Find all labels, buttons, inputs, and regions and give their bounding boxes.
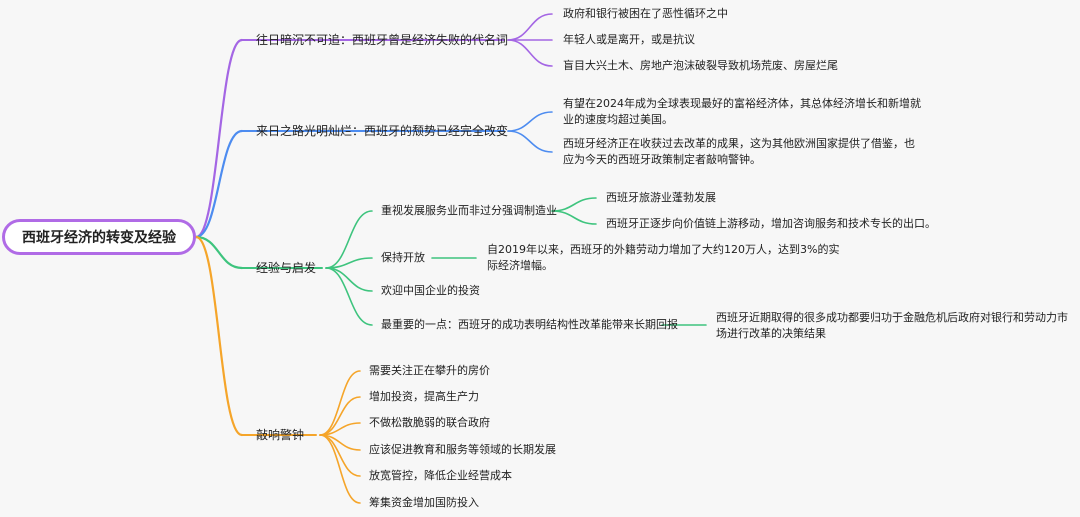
lesson-structural-reform-sub-1-label: 西班牙近期取得的很多成功都要归功于金融危机后政府对银行和劳动力市场进行改革的决策… [716, 311, 1068, 340]
branch-future-label: 来日之路光明灿烂：西班牙的颓势已经完全改变 [256, 124, 509, 138]
warning-item-4-label: 应该促进教育和服务等领域的长期发展 [369, 443, 556, 456]
warning-item-5[interactable]: 放宽管控，降低企业经营成本 [369, 468, 512, 484]
connector-past-item-3 [507, 39, 553, 67]
branch-warnings-label: 敲响警钟 [256, 428, 305, 442]
lesson-openness-sub-1-label: 自2019年以来，西班牙的外籍劳动力增加了大约120万人，达到3%的实际经济增幅… [487, 243, 840, 272]
branch-lessons[interactable]: 经验与启发 [256, 260, 316, 276]
past-item-1-label: 政府和银行被困在了恶性循环之中 [563, 7, 728, 20]
warning-item-2[interactable]: 增加投资，提高生产力 [369, 389, 479, 405]
lesson-openness-label: 保持开放 [381, 251, 425, 264]
lesson-structural-reform-label: 最重要的一点：西班牙的成功表明结构性改革能带来长期回报 [381, 318, 678, 331]
lesson-openness[interactable]: 保持开放 [381, 250, 425, 266]
lesson-structural-reform[interactable]: 最重要的一点：西班牙的成功表明结构性改革能带来长期回报 [381, 317, 678, 333]
connector-root-past [194, 38, 244, 239]
past-item-1[interactable]: 政府和银行被困在了恶性循环之中 [563, 6, 728, 22]
lesson-services-sub-1-label: 西班牙旅游业蓬勃发展 [606, 191, 716, 204]
lesson-structural-reform-sub-1[interactable]: 西班牙近期取得的很多成功都要归功于金融危机后政府对银行和劳动力市场进行改革的决策… [716, 310, 1072, 342]
warning-item-4[interactable]: 应该促进教育和服务等领域的长期发展 [369, 442, 556, 458]
warning-item-3[interactable]: 不做松散脆弱的联合政府 [369, 415, 490, 431]
lesson-china-investment-label: 欢迎中国企业的投资 [381, 284, 480, 297]
connector-root-warnings [194, 235, 244, 437]
connector-past-item-1 [507, 13, 553, 41]
lesson-openness-sub-1[interactable]: 自2019年以来，西班牙的外籍劳动力增加了大约120万人，达到3%的实际经济增幅… [487, 242, 847, 274]
connector-future-item-2 [507, 130, 553, 153]
connector-lesson-services-sub-1 [551, 197, 597, 212]
past-item-3[interactable]: 盲目大兴土木、房地产泡沫破裂导致机场荒废、房屋烂尾 [563, 58, 838, 74]
warning-item-1-label: 需要关注正在攀升的房价 [369, 364, 490, 377]
lesson-services-sub-2[interactable]: 西班牙正逐步向价值链上游移动，增加咨询服务和技术专长的出口。 [606, 216, 936, 232]
warning-item-6-label: 筹集资金增加国防投入 [369, 496, 479, 509]
warning-item-3-label: 不做松散脆弱的联合政府 [369, 416, 490, 429]
connector-root-future [194, 129, 244, 239]
branch-future[interactable]: 来日之路光明灿烂：西班牙的颓势已经完全改变 [256, 123, 508, 139]
past-item-2[interactable]: 年轻人或是离开，或是抗议 [563, 32, 695, 48]
future-item-1[interactable]: 有望在2024年成为全球表现最好的富裕经济体，其总体经济增长和新增就业的速度均超… [563, 96, 923, 128]
connector-warning-1 [319, 370, 361, 436]
lesson-services-sub-2-label: 西班牙正逐步向价值链上游移动，增加咨询服务和技术专长的出口。 [606, 217, 936, 230]
lesson-china-investment[interactable]: 欢迎中国企业的投资 [381, 283, 480, 299]
branch-lessons-label: 经验与启发 [256, 261, 317, 275]
root-node[interactable]: 西班牙经济的转变及经验 [2, 219, 196, 255]
connector-root-lessons [194, 235, 244, 270]
past-item-2-label: 年轻人或是离开，或是抗议 [563, 33, 695, 46]
future-item-1-label: 有望在2024年成为全球表现最好的富裕经济体，其总体经济增长和新增就业的速度均超… [563, 97, 921, 126]
connector-lesson-3 [325, 267, 373, 292]
branch-past-label: 往日暗沉不可追：西班牙曾是经济失败的代名词 [256, 33, 509, 47]
future-item-2[interactable]: 西班牙经济正在收获过去改革的成果，这为其他欧洲国家提供了借鉴，也应为今天的西班牙… [563, 136, 923, 168]
lesson-services[interactable]: 重视发展服务业而非过分强调制造业 [381, 203, 557, 219]
connector-lesson-4 [325, 267, 373, 326]
lesson-services-label: 重视发展服务业而非过分强调制造业 [381, 204, 557, 217]
connector-lesson-services-sub-2 [551, 210, 597, 225]
lesson-services-sub-1[interactable]: 西班牙旅游业蓬勃发展 [606, 190, 716, 206]
warning-item-6[interactable]: 筹集资金增加国防投入 [369, 495, 479, 511]
connector-future-item-1 [507, 111, 553, 132]
future-item-2-label: 西班牙经济正在收获过去改革的成果，这为其他欧洲国家提供了借鉴，也应为今天的西班牙… [563, 137, 915, 166]
connector-warning-6 [319, 434, 361, 504]
warning-item-1[interactable]: 需要关注正在攀升的房价 [369, 363, 490, 379]
branch-warnings[interactable]: 敲响警钟 [256, 427, 304, 443]
branch-past[interactable]: 往日暗沉不可追：西班牙曾是经济失败的代名词 [256, 32, 508, 48]
warning-item-2-label: 增加投资，提高生产力 [369, 390, 479, 403]
warning-item-5-label: 放宽管控，降低企业经营成本 [369, 469, 512, 482]
past-item-3-label: 盲目大兴土木、房地产泡沫破裂导致机场荒废、房屋烂尾 [563, 59, 838, 72]
connector-lesson-1 [325, 210, 373, 269]
root-label: 西班牙经济的转变及经验 [22, 230, 176, 246]
